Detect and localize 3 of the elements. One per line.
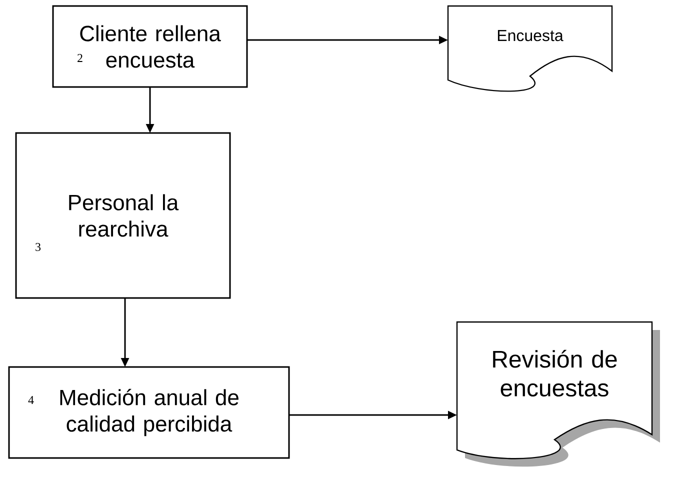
- callout-number: 2: [78, 54, 82, 62]
- callout-number: 3: [36, 242, 41, 252]
- callout-number: 4: [28, 396, 34, 404]
